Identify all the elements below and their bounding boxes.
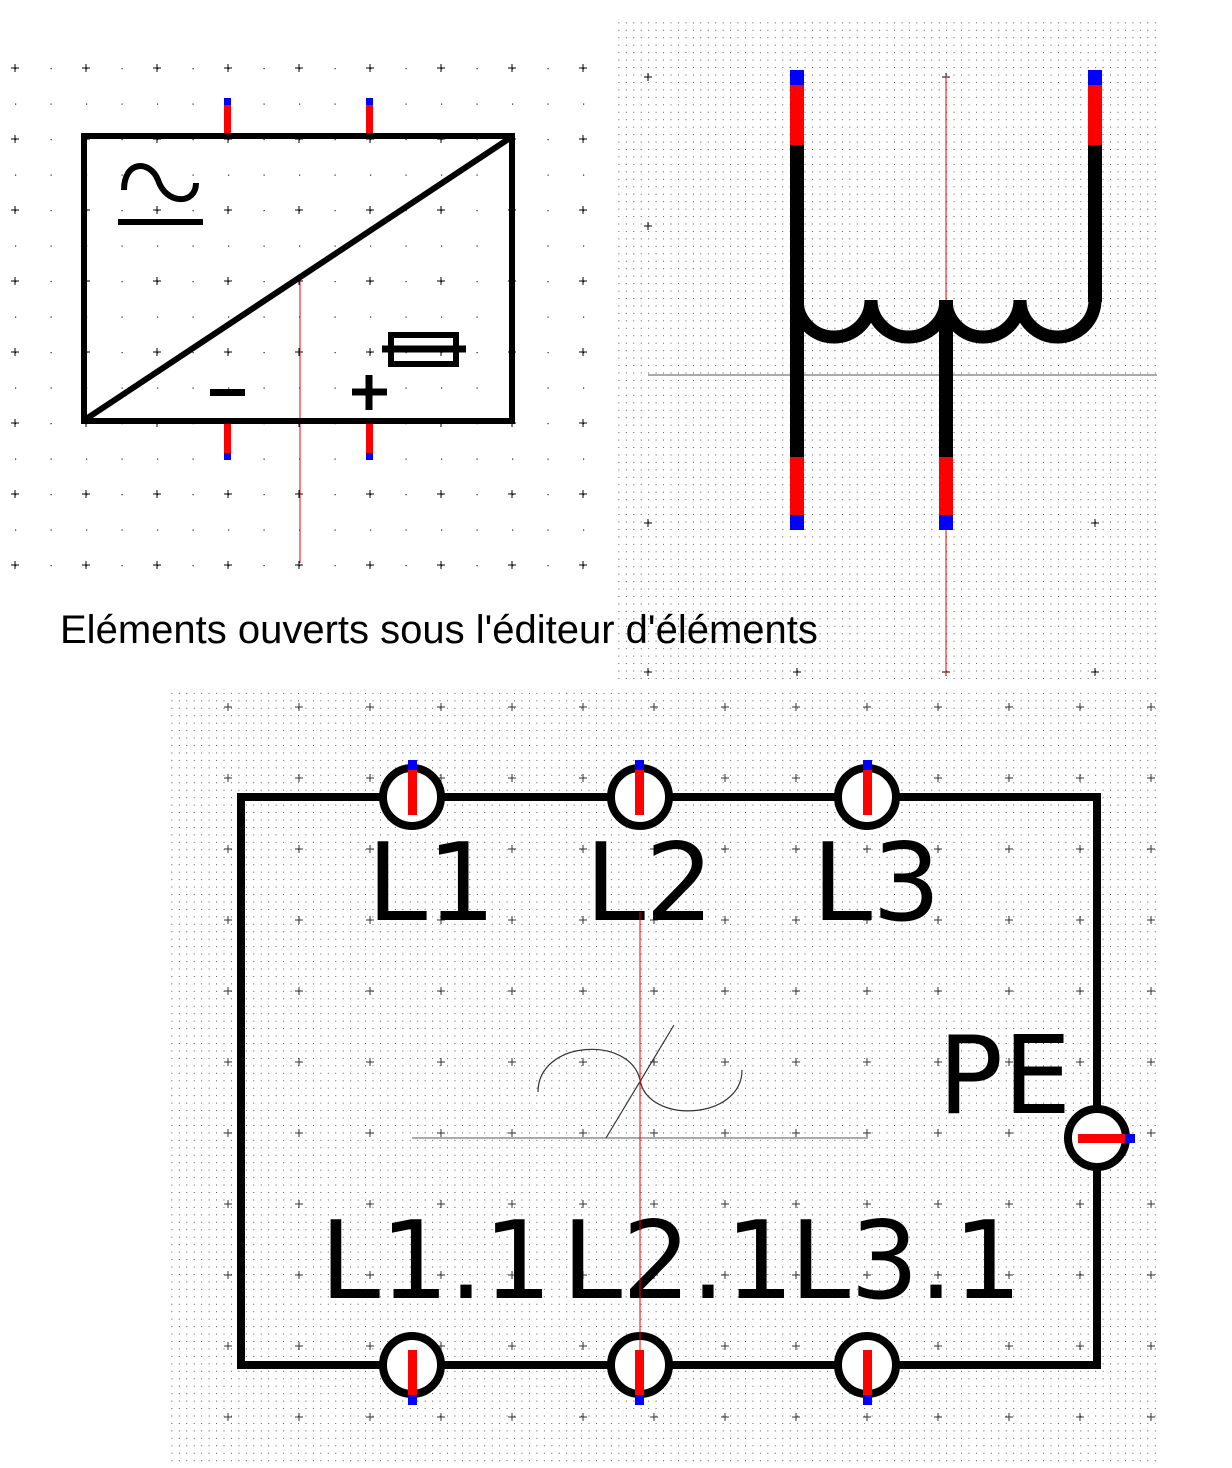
label-l1: L1 bbox=[367, 821, 496, 946]
terminal[interactable] bbox=[408, 1350, 417, 1405]
terminal[interactable] bbox=[408, 760, 417, 815]
terminal[interactable] bbox=[863, 1350, 872, 1405]
converter-box bbox=[81, 133, 515, 424]
terminal[interactable] bbox=[224, 98, 231, 134]
diagonal-line bbox=[84, 135, 512, 422]
terminal[interactable] bbox=[1088, 70, 1102, 145]
ac-dc-converter-element[interactable] bbox=[81, 98, 515, 563]
caption: Eléments ouverts sous l'éditeur d'élémen… bbox=[60, 608, 818, 652]
terminal[interactable] bbox=[635, 1350, 644, 1405]
sine-wave-icon bbox=[121, 163, 199, 203]
label-l3: L3 bbox=[812, 821, 941, 946]
label-l1-1: L1.1 bbox=[320, 1199, 552, 1324]
terminal[interactable] bbox=[790, 457, 804, 530]
terminal-pe[interactable] bbox=[1078, 1134, 1135, 1143]
terminal[interactable] bbox=[939, 457, 953, 530]
coil-windings bbox=[790, 299, 1102, 344]
terminal[interactable] bbox=[366, 424, 373, 460]
terminal[interactable] bbox=[863, 760, 872, 815]
label-pe: PE bbox=[938, 1014, 1071, 1139]
grid bbox=[0, 18, 1160, 1462]
terminal[interactable] bbox=[366, 98, 373, 134]
coil-element[interactable] bbox=[648, 70, 1157, 675]
sine-underline bbox=[118, 219, 203, 225]
plus-icon bbox=[352, 375, 387, 410]
terminal[interactable] bbox=[224, 424, 231, 460]
terminal[interactable] bbox=[635, 760, 644, 815]
label-l2-1: L2.1 bbox=[562, 1199, 794, 1324]
label-l3-1: L3.1 bbox=[790, 1199, 1022, 1324]
terminal-block-element[interactable]: L1 L2 L3 L1.1 L2.1 L3.1 PE bbox=[237, 760, 1135, 1405]
label-l2: L2 bbox=[585, 821, 714, 946]
terminal[interactable] bbox=[790, 70, 804, 145]
fuse-icon bbox=[382, 332, 466, 367]
minus-icon bbox=[210, 389, 245, 396]
